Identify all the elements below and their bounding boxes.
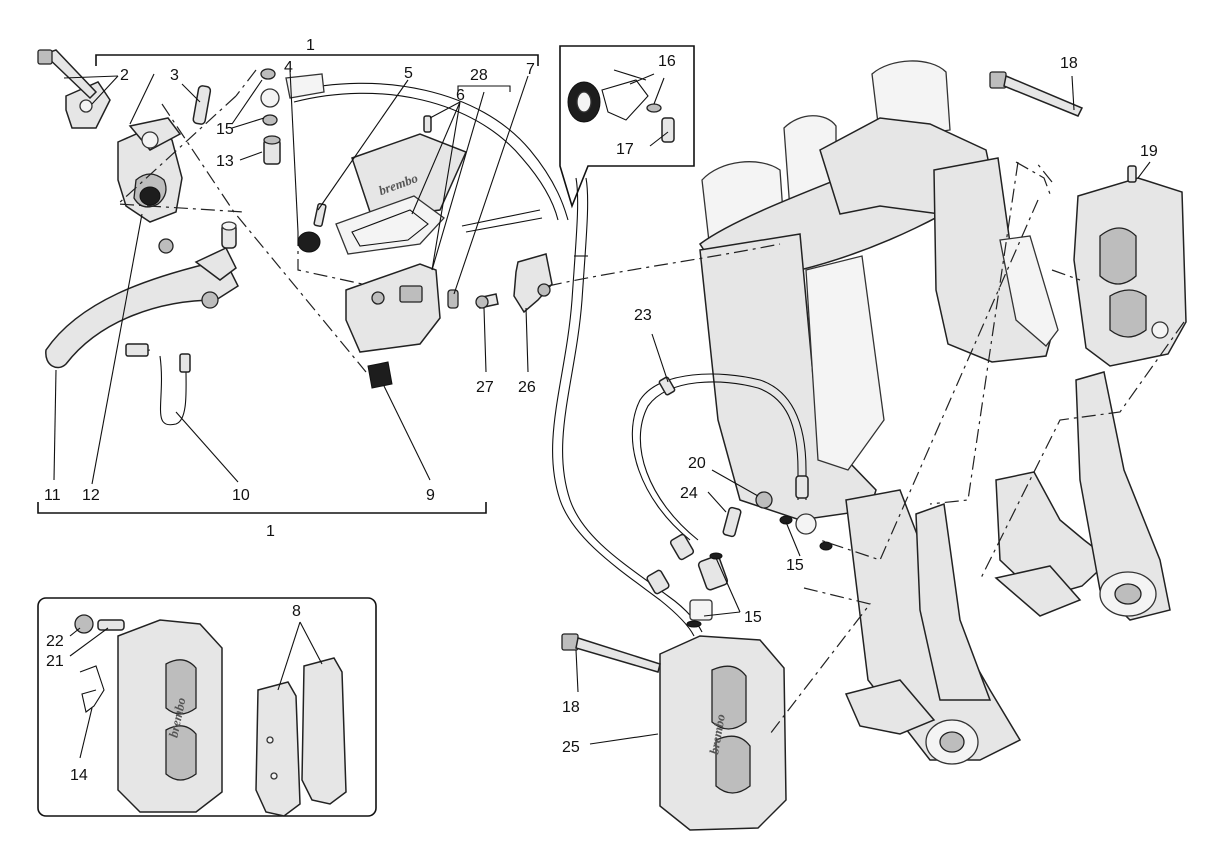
label-9: 9 — [426, 487, 435, 504]
label-21: 21 — [46, 653, 64, 670]
label-26: 26 — [518, 379, 536, 396]
small-nut — [158, 238, 174, 254]
label-10: 10 — [232, 487, 250, 504]
label-20: 20 — [688, 455, 706, 472]
caliper-25: brembo — [659, 635, 787, 831]
caliper-25-logo: brembo — [706, 712, 728, 755]
label-23: 23 — [634, 307, 652, 324]
bolt-18-bottom — [561, 633, 661, 673]
label-16: 16 — [658, 53, 676, 70]
callout-labels: 1 1 2 3 4 5 6 7 8 9 10 11 12 13 14 15 15… — [44, 37, 1158, 784]
label-22: 22 — [46, 633, 64, 650]
label-18-bottom: 18 — [562, 699, 580, 716]
push-rod — [221, 221, 237, 249]
inset-caliper-box: brembo — [37, 597, 377, 817]
label-17: 17 — [616, 141, 634, 158]
bolt-18-top — [989, 71, 1084, 117]
label-14: 14 — [70, 767, 88, 784]
brake-pads-8 — [255, 657, 347, 817]
clamp-bracket — [65, 81, 111, 129]
screw-27 — [475, 293, 499, 309]
label-15-a: 15 — [216, 121, 234, 138]
assembly-1-brackets — [37, 54, 539, 514]
label-5: 5 — [404, 65, 413, 82]
label-24: 24 — [680, 485, 698, 502]
label-27: 27 — [476, 379, 494, 396]
label-12: 12 — [82, 487, 100, 504]
label-3: 3 — [170, 67, 179, 84]
caliper-19 — [1073, 165, 1187, 367]
bracket-26 — [513, 253, 553, 314]
brake-line-main — [552, 177, 703, 637]
reservoir-hose — [285, 73, 569, 233]
front-fork — [698, 60, 1171, 765]
bolt-2 — [37, 49, 98, 100]
label-1-bottom: 1 — [266, 523, 275, 540]
label-7: 7 — [526, 61, 535, 78]
inset-detail — [559, 45, 695, 209]
brake-hose-23 — [631, 373, 809, 595]
lever-11 — [45, 247, 239, 369]
label-8: 8 — [292, 603, 301, 620]
label-4: 4 — [284, 59, 293, 76]
fitting-13 — [263, 135, 281, 165]
label-13: 13 — [216, 153, 234, 170]
leader-lines — [53, 69, 1151, 759]
label-28: 28 — [470, 67, 488, 84]
pin-3 — [192, 85, 212, 125]
fork-dash-lines — [547, 161, 1185, 735]
label-15-c: 15 — [744, 609, 762, 626]
label-11: 11 — [44, 487, 61, 504]
label-1-top: 1 — [306, 37, 315, 54]
grommet-4 — [297, 231, 321, 253]
label-18-top: 18 — [1060, 55, 1078, 72]
label-25: 25 — [562, 739, 580, 756]
reservoir-body — [345, 263, 441, 353]
washers-15 — [260, 68, 280, 126]
label-6: 6 — [456, 87, 465, 104]
screw-6 — [423, 115, 432, 133]
label-2: 2 — [120, 67, 129, 84]
label-15-b: 15 — [786, 557, 804, 574]
switch-cable-10 — [125, 343, 191, 426]
clip-7 — [447, 289, 459, 309]
reservoir-gasket — [335, 195, 445, 255]
label-19: 19 — [1140, 143, 1158, 160]
hose-boot-9 — [367, 361, 393, 389]
